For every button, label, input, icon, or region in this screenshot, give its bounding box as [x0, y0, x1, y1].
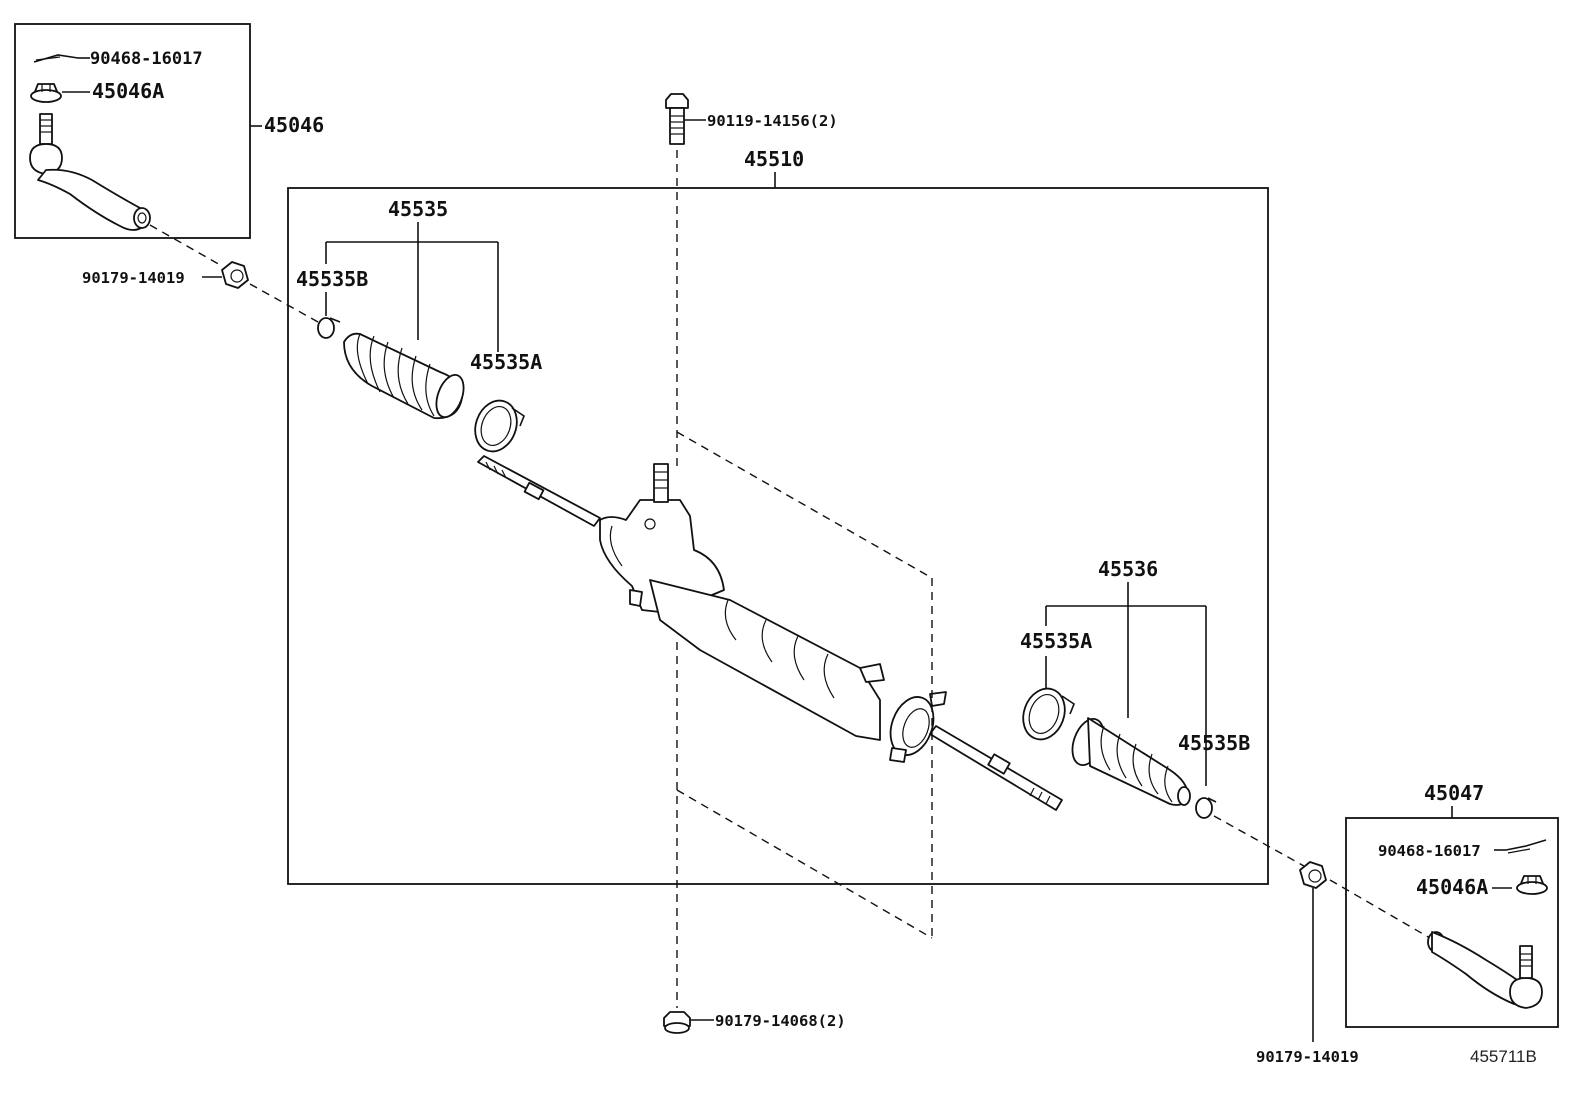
clamp-large-right-icon: [1022, 687, 1075, 741]
label-nut-right: 45046A: [1416, 875, 1488, 899]
boot-right-icon: [1071, 717, 1191, 806]
label-tie-rod-end-right: 45047: [1424, 781, 1484, 805]
cotter-pin-left-icon: [33, 54, 90, 63]
label-bushing-right: 90179-14019: [1256, 1048, 1359, 1066]
clamp-large-left-icon: [474, 399, 525, 453]
label-clamp-small-right: 45535B: [1178, 731, 1250, 755]
cotter-pin-right-icon: [1494, 839, 1547, 854]
left-tie-rod-box: [14, 23, 251, 239]
label-boot-kit-right: 45536: [1098, 557, 1158, 581]
tie-rod-end-left-icon: [29, 113, 151, 231]
castle-nut-left-icon: [30, 83, 90, 103]
label-tie-rod-end-left: 45046: [264, 113, 324, 137]
label-clamp-large-left: 45535A: [470, 350, 542, 374]
label-cotter-pin-right: 90468-16017: [1378, 842, 1481, 860]
bushing-right-icon: [1299, 861, 1327, 1042]
label-bolt-top: 90119-14156(2): [707, 112, 838, 130]
bolt-top-icon: [665, 93, 706, 145]
label-clamp-small-left: 45535B: [296, 267, 368, 291]
label-nut-left: 45046A: [92, 79, 164, 103]
gear-assembly-box: [287, 187, 1269, 885]
label-nut-bottom: 90179-14068(2): [715, 1012, 846, 1030]
tie-rod-end-right-icon: [1427, 931, 1543, 1009]
clamp-small-left-icon: [317, 317, 341, 339]
bushing-left-icon: [202, 261, 249, 289]
diagram-reference-number: 455711B: [1470, 1047, 1537, 1066]
boot-left-icon: [343, 332, 465, 420]
clamp-small-right-icon: [1195, 797, 1217, 819]
castle-nut-right-icon: [1492, 875, 1548, 895]
label-gear-assembly: 45510: [744, 147, 804, 171]
nut-bottom-icon: [663, 1011, 714, 1034]
steering-rack-housing-icon: [477, 455, 1063, 811]
label-bushing-left: 90179-14019: [82, 269, 185, 287]
label-boot-kit-left: 45535: [388, 197, 448, 221]
label-cotter-pin-left: 90468-16017: [90, 49, 203, 69]
label-clamp-large-right: 45535A: [1020, 629, 1092, 653]
